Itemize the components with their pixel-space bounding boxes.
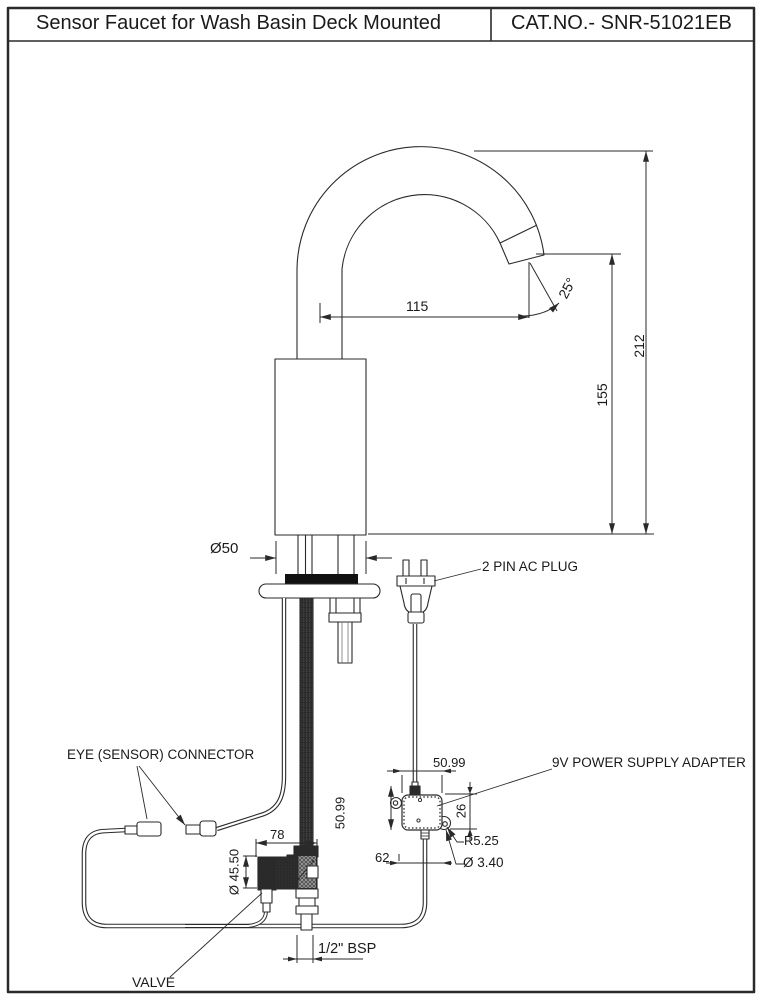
base-gasket: [285, 574, 358, 584]
adapter-left-ear: [389, 796, 403, 810]
inlet-pipe: [300, 913, 313, 931]
d340-leader: [445, 829, 464, 865]
faucet-shank-above-deck: [297, 535, 355, 575]
adapter-dc-plug: [409, 785, 421, 796]
dim-adapter-width: 50.99: [433, 755, 466, 770]
valve-cable-gland: [260, 888, 273, 904]
solenoid-valve: [257, 845, 319, 931]
valve-leader: [169, 892, 263, 978]
aerator-band-line: [499, 224, 538, 244]
dim-spout-height: 155: [594, 383, 610, 407]
union-nut: [295, 888, 319, 899]
deck-flange: [258, 583, 381, 599]
product-title: Sensor Faucet for Wash Basin Deck Mounte…: [36, 12, 441, 34]
label-valve: VALVE: [132, 974, 176, 990]
dim-body-diameter: Ø50: [210, 540, 239, 557]
valve-cable: [185, 910, 268, 928]
adapter-loop-cable: [81, 827, 428, 929]
plug-leader: [433, 568, 482, 582]
label-sensor-connector: EYE (SENSOR) CONNECTOR: [67, 747, 255, 762]
leader-lines: [136, 568, 553, 978]
mounting-nut: [328, 597, 362, 623]
faucet-sensor-cable: [216, 598, 287, 832]
connector-right: [199, 820, 217, 837]
sensor-leader-2: [138, 765, 186, 826]
ac-plug: [396, 559, 436, 787]
power-adapter: [389, 781, 452, 840]
dim-valve-width: 78: [270, 827, 285, 842]
sensor-connector-pair: [124, 820, 217, 837]
threaded-stud: [337, 621, 353, 664]
braided-hose: [299, 597, 314, 848]
adapter-strain-relief: [420, 829, 430, 840]
dim-ear-hole-diameter: Ø 3.40: [463, 855, 504, 870]
sensor-leader-1: [136, 765, 148, 820]
faucet-spout: [296, 146, 545, 361]
dim-adapter-length: 62: [375, 850, 390, 865]
dim-adapter-height: 26: [453, 803, 469, 819]
connector-left: [136, 821, 162, 837]
label-bsp-thread: 1/2" BSP: [318, 941, 377, 957]
dim-riser-length: 50.99: [332, 796, 348, 830]
ear-hole-right: [442, 821, 448, 827]
plug-pin-left: [402, 559, 410, 578]
label-power-adapter: 9V POWER SUPPLY ADAPTER: [552, 755, 746, 770]
catalog-number: CAT.NO.- SNR-51021EB: [511, 12, 732, 34]
sheet-border: [6, 6, 756, 994]
faucet-body: [274, 358, 367, 536]
dim-spout-reach: 115: [406, 298, 429, 314]
plug-pin-right: [420, 559, 428, 578]
dim-valve-diameter: Ø 45.50: [226, 848, 242, 896]
adapter-leader: [436, 768, 553, 807]
dim-ear-radius: R5.25: [464, 833, 499, 848]
dimension-lines: [243, 150, 654, 963]
dim-total-height: 212: [631, 334, 647, 358]
label-ac-plug: 2 PIN AC PLUG: [482, 559, 579, 574]
